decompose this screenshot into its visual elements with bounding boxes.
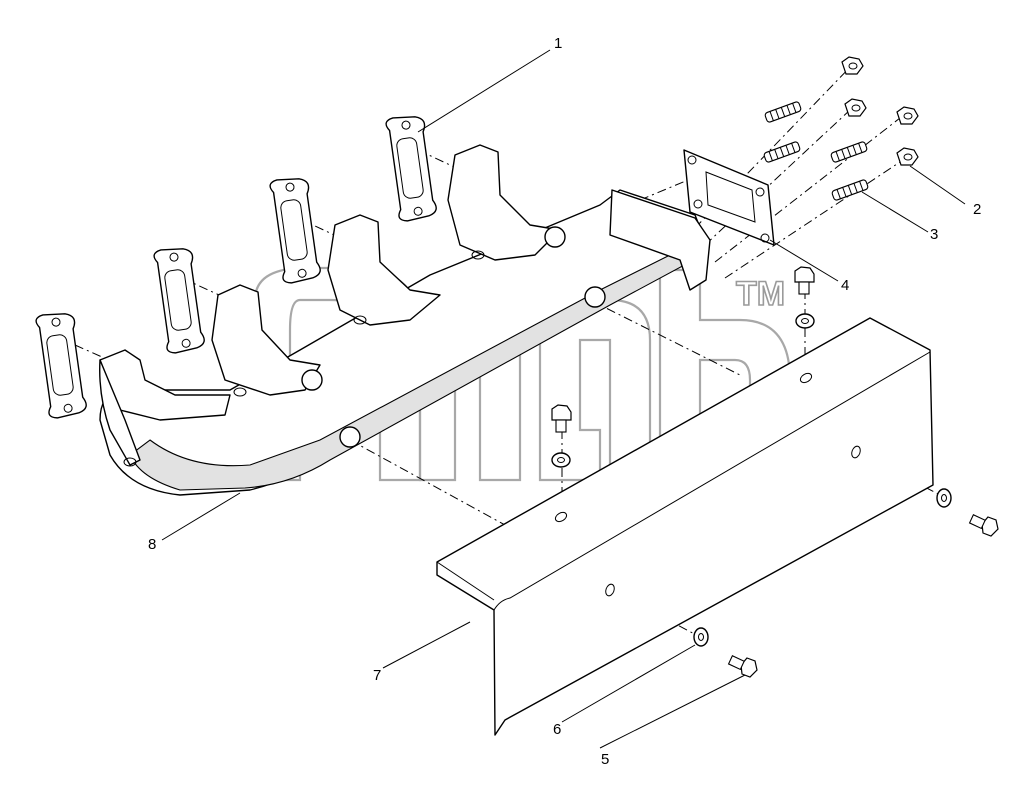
callout-3: 3 bbox=[930, 226, 938, 243]
exhaust-manifold bbox=[99, 144, 711, 496]
hex-nut-set bbox=[841, 56, 919, 166]
hex-nut bbox=[844, 98, 867, 117]
bolt bbox=[551, 404, 572, 433]
callout-4: 4 bbox=[841, 277, 849, 294]
stud bbox=[763, 141, 801, 163]
hex-nut bbox=[841, 56, 864, 75]
port-gasket bbox=[35, 313, 87, 419]
callout-6: 6 bbox=[553, 721, 561, 738]
bolt bbox=[794, 266, 815, 295]
stud bbox=[830, 141, 868, 163]
callout-labels: 1 2 3 4 5 6 7 8 bbox=[148, 35, 981, 768]
washer-set bbox=[551, 313, 952, 647]
hex-nut bbox=[896, 106, 919, 125]
stud bbox=[831, 179, 869, 201]
stud bbox=[764, 101, 802, 123]
washer bbox=[936, 488, 952, 508]
port-gasket-set bbox=[35, 116, 437, 419]
port-gasket bbox=[385, 116, 437, 222]
callout-leaders bbox=[161, 49, 966, 749]
port-gasket bbox=[153, 248, 205, 354]
stud-set bbox=[763, 101, 869, 201]
watermark-trademark: TM bbox=[736, 275, 785, 313]
callout-1: 1 bbox=[554, 35, 562, 52]
hex-nut bbox=[896, 147, 919, 166]
bolt bbox=[968, 514, 999, 537]
bolt-set bbox=[551, 266, 999, 678]
washer bbox=[795, 313, 815, 329]
port-gasket bbox=[269, 178, 321, 284]
washer bbox=[693, 627, 709, 647]
heat-shield bbox=[436, 317, 934, 736]
callout-5: 5 bbox=[601, 751, 609, 768]
washer bbox=[551, 452, 571, 468]
callout-7: 7 bbox=[373, 667, 381, 684]
outlet-gasket bbox=[683, 149, 775, 246]
bolt bbox=[727, 655, 758, 678]
callout-8: 8 bbox=[148, 536, 156, 553]
callout-2: 2 bbox=[973, 201, 981, 218]
